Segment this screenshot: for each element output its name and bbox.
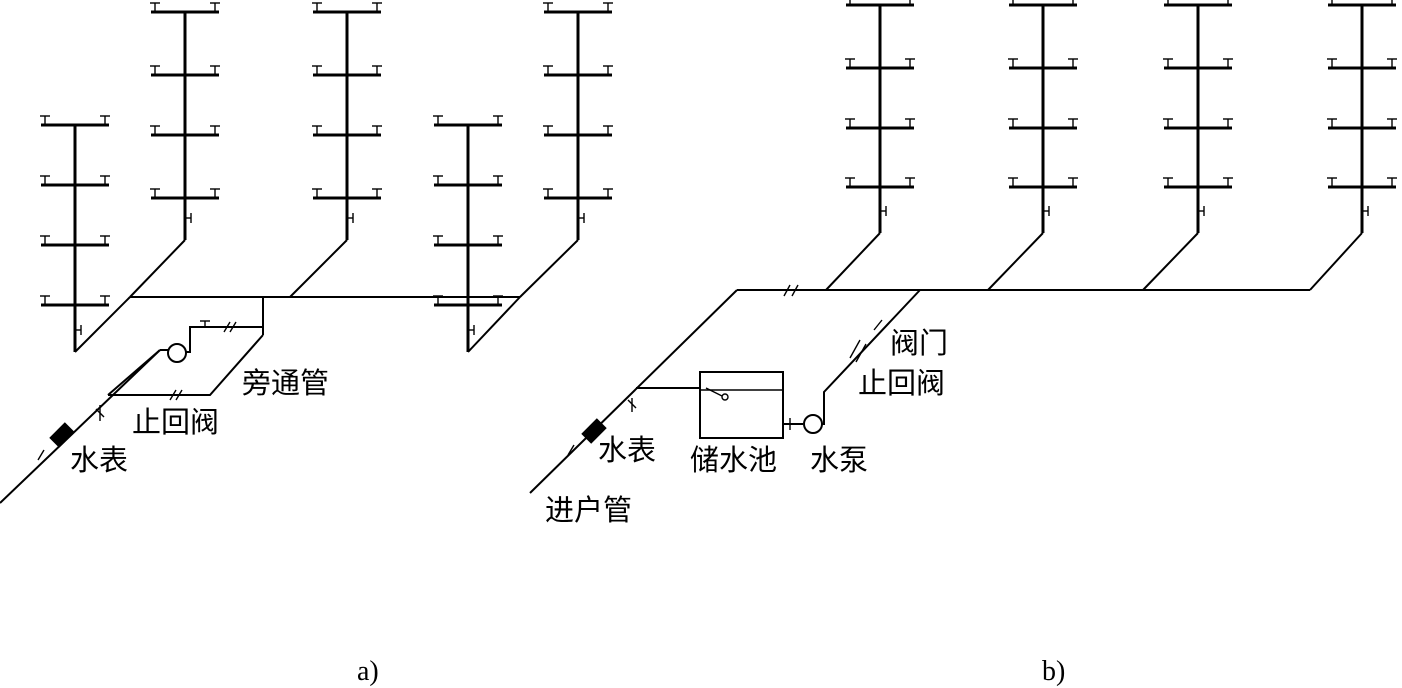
inlet-pipe-b	[529, 289, 738, 494]
fixture-branch	[40, 235, 110, 247]
bypass-diagonal-a	[107, 349, 161, 396]
check-mark-a4	[175, 389, 183, 401]
check-mark-b2	[791, 284, 799, 297]
fixture-branch	[312, 2, 382, 14]
riser-connector	[74, 296, 131, 353]
riser-connector	[987, 232, 1044, 291]
fixture-branch	[312, 125, 382, 137]
check-mark-a1	[223, 321, 231, 333]
caption-b: b)	[1042, 656, 1065, 687]
check-mark-b3	[849, 339, 861, 359]
inlet-tick-a	[37, 449, 45, 461]
fixture-branch	[1164, 0, 1232, 7]
label-valve-b: 阀门	[890, 326, 948, 360]
label-meter-a: 水表	[70, 443, 128, 477]
fixture-branch	[1327, 118, 1397, 130]
fixture-branch	[433, 175, 503, 187]
water-meter-b	[581, 418, 607, 444]
riser-connector	[129, 239, 186, 298]
fixture-branch	[150, 188, 220, 200]
fixture-branch	[1008, 58, 1078, 70]
inlet-valve-b	[627, 399, 637, 409]
check-mark-b4	[855, 343, 867, 363]
check-mark-b1	[783, 284, 791, 297]
inlet-pipe-a	[0, 349, 161, 504]
pump-discharge-a	[186, 326, 264, 353]
label-check-valve-b: 止回阀	[858, 366, 945, 400]
fixture-branch	[1163, 118, 1233, 130]
label-check-valve-a: 止回阀	[132, 405, 219, 439]
float-arm-b	[705, 387, 723, 397]
riser-b1	[825, 0, 915, 291]
riser-b4	[1309, 0, 1397, 291]
fixture-branch	[1008, 118, 1078, 130]
fixture-branch	[433, 235, 503, 247]
check-mark-a3	[169, 389, 177, 401]
bypass-pipe-a	[108, 334, 264, 396]
fixture-branch	[40, 295, 110, 307]
riser-connector	[467, 296, 521, 353]
diagram-b: 水表 储水池 水泵 阀门 止回阀 进户管 b)	[529, 0, 1397, 687]
water-meter-a	[49, 422, 75, 448]
fixture-branch	[1163, 58, 1233, 70]
fixture-branch	[543, 125, 613, 137]
riser-a1	[40, 115, 131, 353]
float-ball-b	[721, 393, 729, 401]
check-mark-a2	[229, 321, 237, 333]
label-inlet-b: 进户管	[545, 493, 632, 527]
risers-a	[40, 2, 613, 353]
label-tank-b: 储水池	[690, 443, 777, 477]
riser-connector	[1309, 232, 1363, 291]
riser-a4	[433, 115, 521, 353]
riser-b2	[987, 0, 1078, 291]
fixture-branch	[845, 118, 915, 130]
fixture-branch	[1328, 0, 1396, 7]
fixture-branch	[312, 65, 382, 77]
diagram-a: 水表 止回阀 旁通管 a)	[0, 2, 613, 687]
storage-tank-b	[699, 371, 784, 439]
pump-circle-b	[803, 414, 823, 434]
riser-connector	[1142, 232, 1199, 291]
label-bypass-a: 旁通管	[242, 366, 329, 400]
riser-b3	[1142, 0, 1233, 291]
pump-discharge-b	[822, 289, 921, 425]
fixture-branch	[845, 177, 915, 189]
fixture-branch	[1327, 177, 1397, 189]
risers-b	[825, 0, 1397, 291]
riser-connector	[519, 239, 579, 298]
fixture-branch	[312, 188, 382, 200]
fixture-branch	[543, 188, 613, 200]
fixture-branch	[543, 65, 613, 77]
fixture-branch	[150, 2, 220, 14]
fixture-branch	[1163, 177, 1233, 189]
fixture-branch	[150, 125, 220, 137]
fixture-branch	[150, 65, 220, 77]
inlet-tick-b	[567, 444, 575, 456]
fixture-branch	[433, 115, 503, 127]
fixture-branch	[40, 175, 110, 187]
caption-a: a)	[357, 656, 379, 687]
fixture-branch	[543, 2, 613, 14]
fixture-branch	[1008, 177, 1078, 189]
pump-circle-a	[167, 343, 187, 363]
fixture-branch	[846, 0, 914, 7]
fixture-branch	[40, 115, 110, 127]
riser-a3	[289, 2, 382, 298]
riser-a5	[519, 2, 613, 298]
riser-connector	[289, 239, 348, 298]
fixture-branch	[845, 58, 915, 70]
riser-a2	[129, 2, 220, 298]
riser-connector	[825, 232, 881, 291]
label-meter-b: 水表	[598, 433, 656, 467]
fixture-branch	[1009, 0, 1077, 7]
valve-mark-b	[873, 319, 883, 331]
label-pump-b: 水泵	[810, 443, 868, 477]
fixture-branch	[1327, 58, 1397, 70]
